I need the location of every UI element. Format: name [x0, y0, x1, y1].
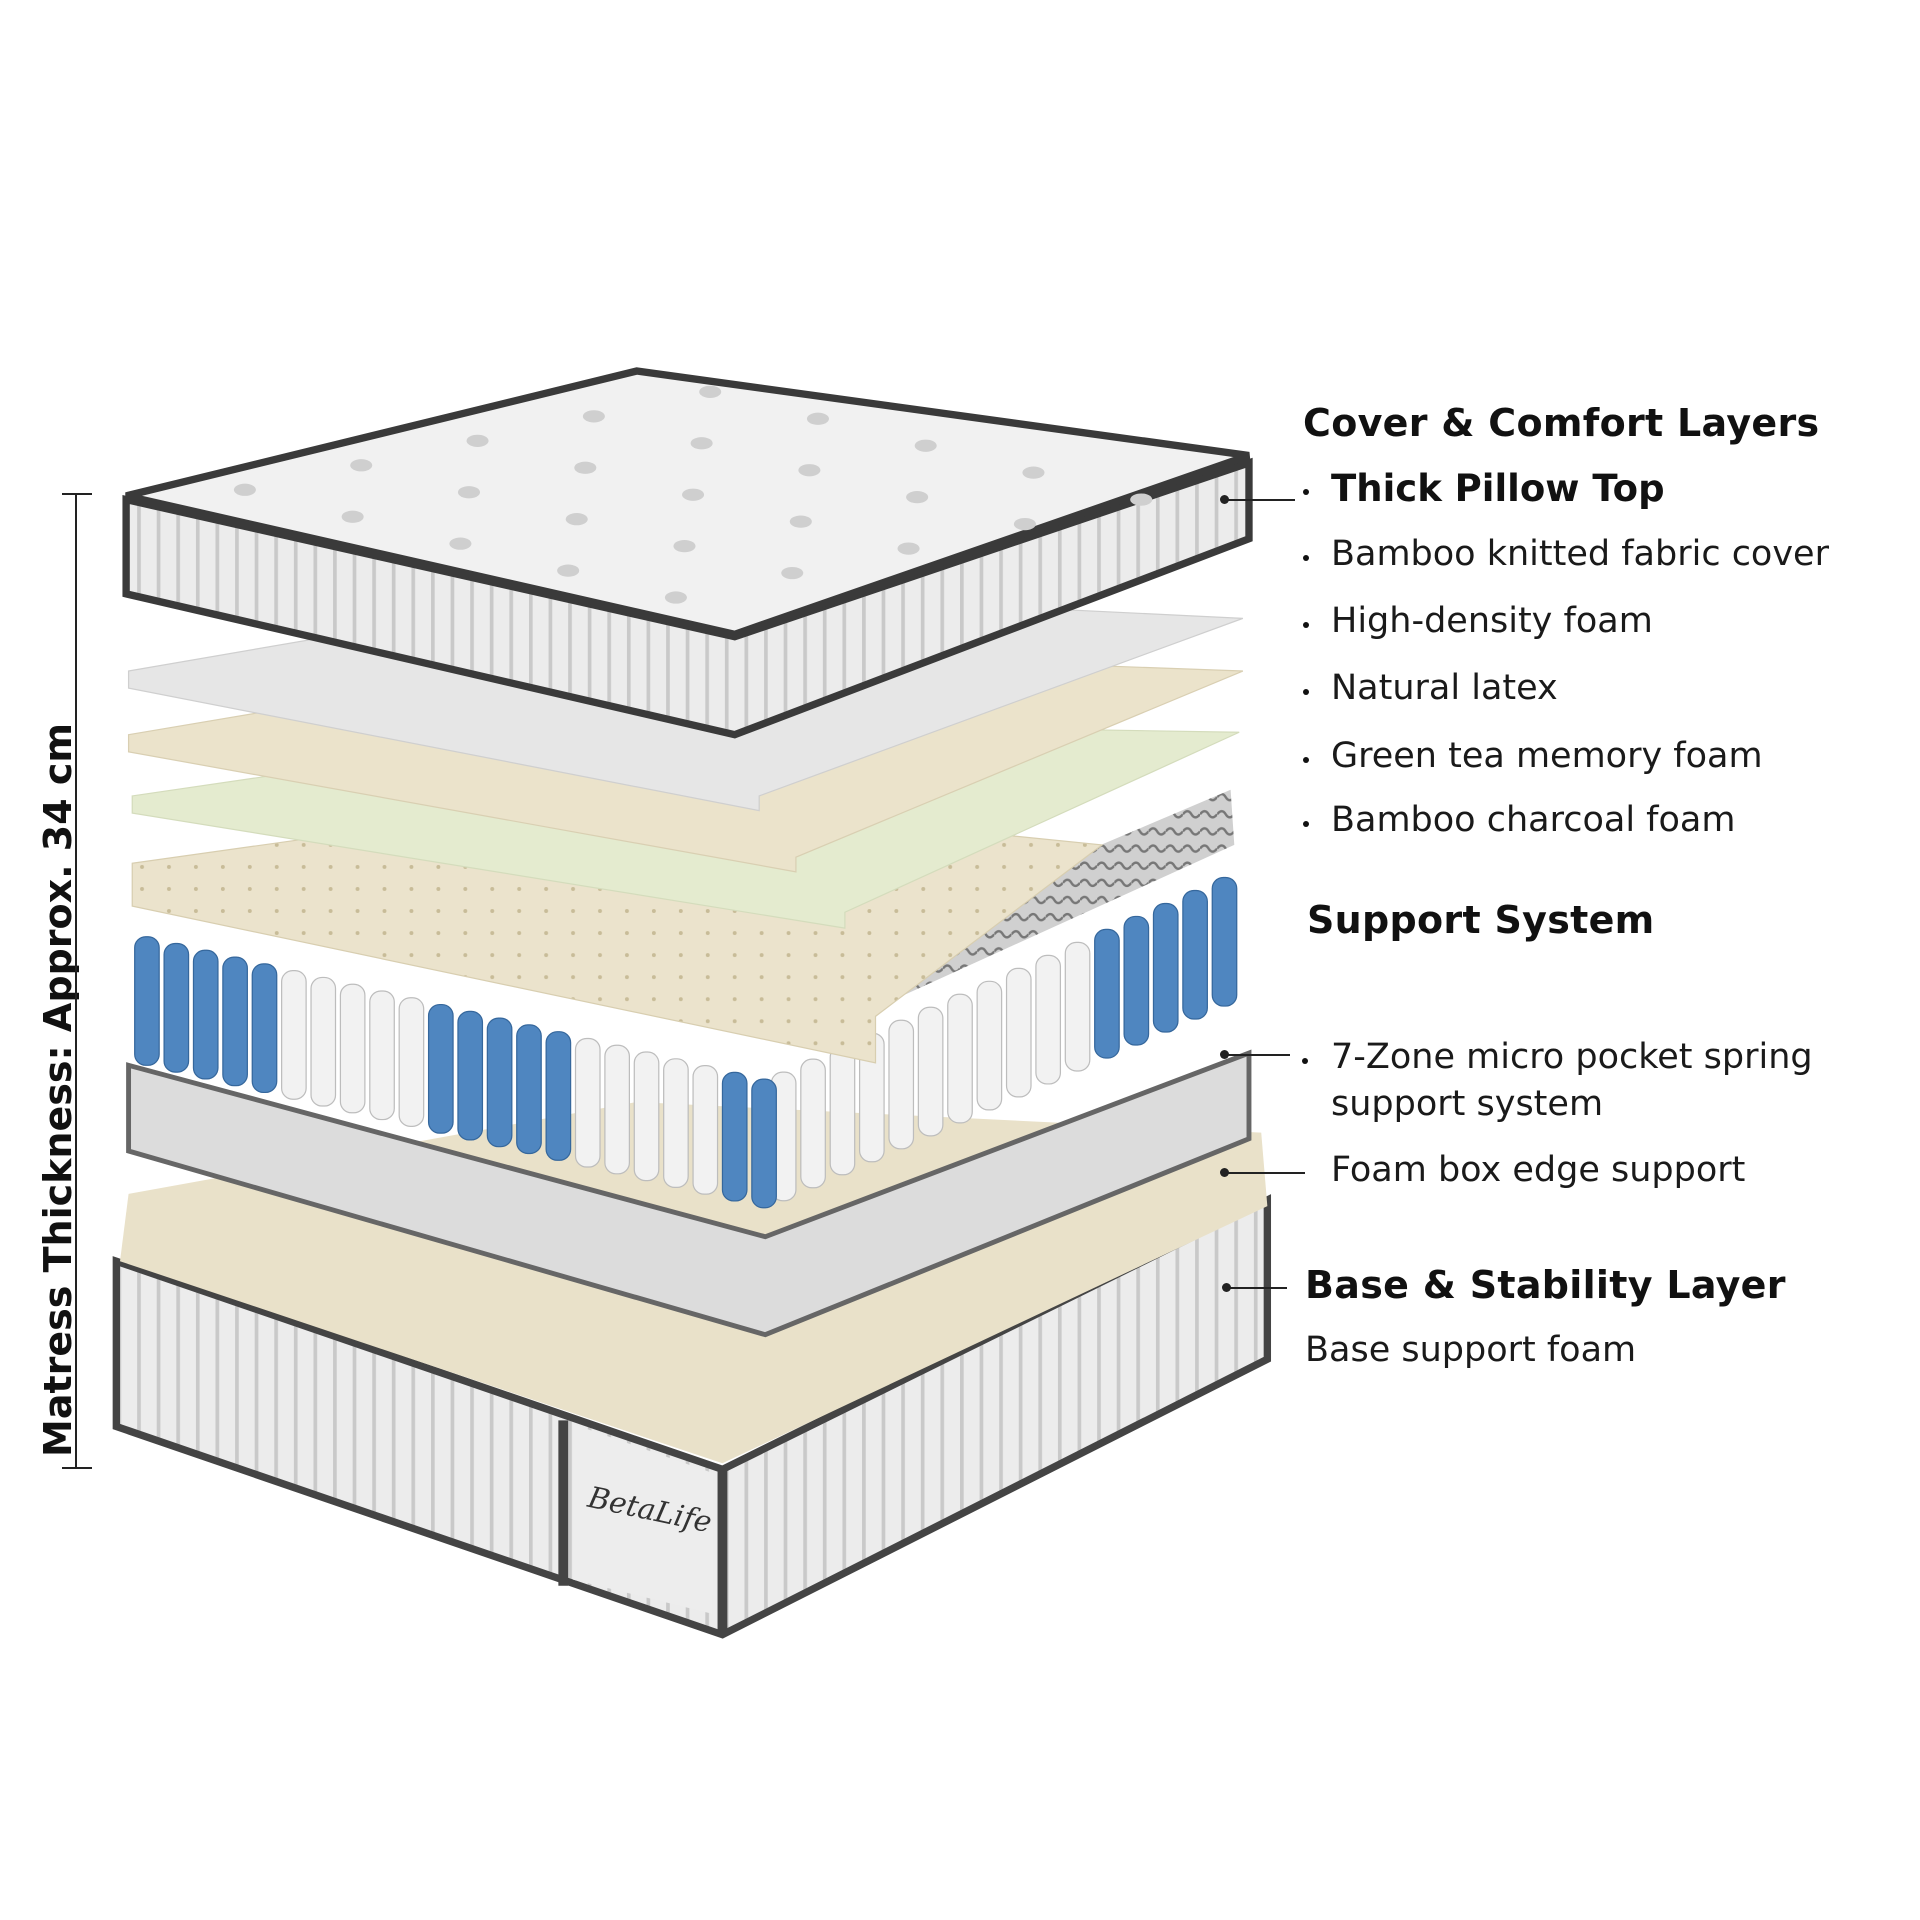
cover-item: Bamboo charcoal foam [1331, 800, 1736, 840]
tuft [690, 437, 713, 450]
pocket-spring [398, 997, 425, 1127]
pocket-spring [888, 1019, 915, 1150]
support-item: 7-Zone micro pocket spring [1331, 1037, 1813, 1077]
pocket-spring [633, 1051, 660, 1182]
support-heading: Support System [1307, 898, 1655, 942]
spring-tray [126, 1049, 1252, 1338]
tuft [906, 491, 929, 504]
pocket-spring [310, 976, 337, 1107]
callout-line-base [1227, 1287, 1287, 1289]
pocket-spring [427, 1003, 454, 1134]
callout-line-springs [1225, 1054, 1290, 1056]
cover-item: High-density foam [1331, 601, 1653, 641]
callout-pin [1220, 1050, 1229, 1059]
tuft [699, 385, 722, 398]
tuft [466, 434, 489, 447]
tuft [798, 464, 821, 477]
tuft [664, 591, 687, 604]
base-item: Base support foam [1305, 1330, 1637, 1370]
tuft [897, 542, 920, 555]
callout-pin [1220, 495, 1229, 504]
pocket-spring [1182, 889, 1208, 1020]
thickness-dimension-line [75, 493, 77, 1468]
tuft [1013, 517, 1036, 531]
tuft [233, 483, 256, 496]
tuft [806, 412, 829, 425]
pocket-spring [1123, 915, 1150, 1046]
callout-pin [1222, 1283, 1231, 1292]
pocket-spring [134, 936, 160, 1066]
pocket-spring [751, 1078, 777, 1209]
pocket-spring [339, 983, 366, 1114]
pocket-spring [163, 942, 190, 1073]
bullet [1303, 689, 1309, 695]
pocket-spring [516, 1024, 542, 1155]
bullet [1303, 489, 1309, 495]
pocket-spring [281, 970, 307, 1100]
tufting-pattern [233, 385, 1153, 604]
pillow-top [122, 367, 1253, 739]
bullet [1303, 821, 1309, 827]
pocket-spring [976, 980, 1003, 1111]
pocket-springs [134, 876, 1238, 1209]
pocket-spring [1211, 876, 1238, 1007]
support-item: Foam box edge support [1331, 1150, 1746, 1190]
callout-pin [1220, 1168, 1229, 1177]
tuft [673, 540, 696, 553]
pocket-spring [1064, 941, 1091, 1072]
pocket-spring [692, 1064, 719, 1195]
pocket-spring [663, 1058, 689, 1188]
pocket-spring [604, 1044, 630, 1175]
tuft [914, 439, 937, 452]
pocket-spring [829, 1045, 856, 1176]
pocket-spring [222, 956, 248, 1087]
tuft [1130, 493, 1153, 506]
callout-line-edge-support [1225, 1172, 1305, 1174]
pocket-spring [721, 1071, 748, 1202]
pocket-spring [917, 1006, 944, 1137]
tuft [682, 488, 705, 501]
tuft [565, 513, 588, 526]
tuft [582, 410, 605, 423]
pocket-spring [1152, 902, 1179, 1033]
thickness-label: Matress Thickness: Approx. 34 cm [36, 723, 80, 1457]
pocket-spring [1094, 928, 1120, 1059]
pocket-spring [486, 1017, 513, 1148]
cover-item: Bamboo knitted fabric cover [1331, 534, 1829, 574]
dimension-tick-bottom [62, 1467, 92, 1469]
cover-item: Natural latex [1331, 668, 1558, 708]
tuft [1022, 466, 1045, 479]
bullet [1303, 622, 1309, 628]
pocket-spring [1005, 967, 1032, 1098]
cover-item: Thick Pillow Top [1331, 467, 1665, 510]
tuft [781, 566, 804, 580]
pocket-spring [800, 1058, 826, 1189]
pocket-spring [574, 1037, 601, 1168]
tuft [789, 515, 812, 528]
cover-heading: Cover & Comfort Layers [1303, 401, 1820, 445]
tuft [449, 537, 472, 550]
pocket-spring [192, 949, 219, 1080]
bullet [1303, 757, 1309, 763]
base-heading: Base & Stability Layer [1305, 1263, 1786, 1307]
tuft [557, 564, 580, 577]
pocket-spring [947, 993, 973, 1124]
pocket-spring [545, 1031, 572, 1161]
cover-item: Green tea memory foam [1331, 736, 1763, 776]
bullet [1302, 1058, 1308, 1064]
support-item: support system [1331, 1084, 1604, 1124]
bullet [1303, 555, 1309, 561]
tuft [341, 510, 364, 523]
pocket-spring [369, 990, 395, 1121]
pocket-spring [457, 1010, 484, 1141]
callout-line-pillow-top [1225, 499, 1295, 501]
tuft [350, 459, 373, 472]
dimension-tick-top [62, 493, 92, 495]
pocket-spring [1035, 954, 1062, 1085]
pocket-spring [251, 963, 278, 1094]
tuft [574, 461, 597, 474]
tuft [457, 486, 480, 499]
